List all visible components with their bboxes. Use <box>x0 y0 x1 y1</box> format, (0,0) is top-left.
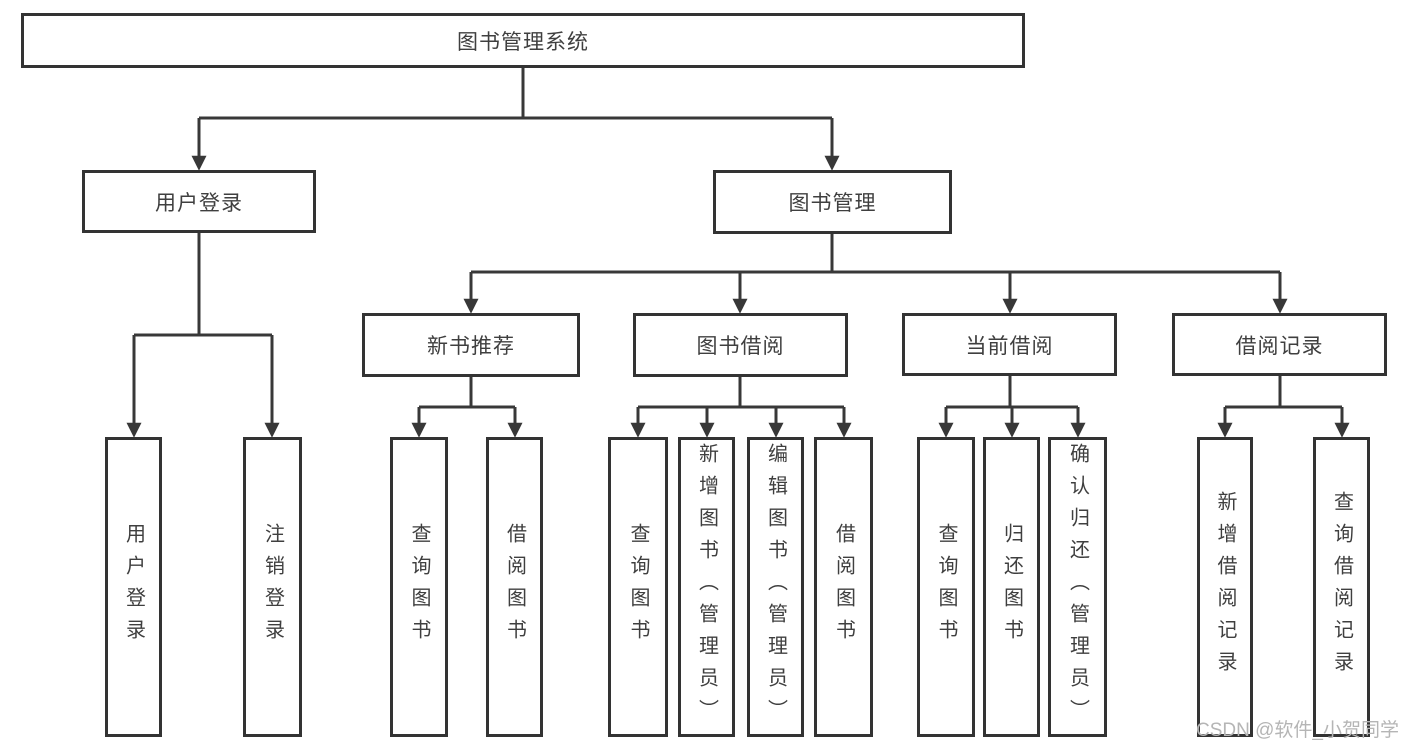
leaf-return-books-label: 归还图书 <box>1000 523 1023 651</box>
node-new-book-recommend: 新书推荐 <box>362 313 580 377</box>
node-book-management: 图书管理 <box>713 170 952 234</box>
leaf-edit-books-admin: 编辑图书（管理员） <box>747 437 804 737</box>
leaf-query-borrow-record: 查询借阅记录 <box>1313 437 1370 737</box>
leaf-borrow-books-recommend: 借阅图书 <box>486 437 543 737</box>
node-book-management-label: 图书管理 <box>788 192 877 215</box>
node-current-borrow-label: 当前借阅 <box>965 334 1054 358</box>
node-user-login-label: 用户登录 <box>155 191 243 215</box>
connector-borrow-records-group <box>1225 376 1342 409</box>
leaf-query-books-recommend: 查询图书 <box>390 437 448 737</box>
leaf-borrow-books: 借阅图书 <box>814 437 873 737</box>
leaf-query-books-current-label: 查询图书 <box>935 523 957 651</box>
leaf-query-borrow-record-label: 查询借阅记录 <box>1330 491 1353 683</box>
leaf-query-books-borrow: 查询图书 <box>608 437 668 737</box>
node-book-borrow: 图书借阅 <box>633 313 848 377</box>
node-borrow-records-label: 借阅记录 <box>1235 334 1324 358</box>
node-new-book-recommend-label: 新书推荐 <box>427 335 515 358</box>
connector-new-book-recommend-group <box>419 377 515 409</box>
leaf-confirm-return-admin: 确认归还（管理员） <box>1048 437 1107 737</box>
csdn-watermark: CSDN @软件_小贺同学 <box>1196 720 1399 741</box>
leaf-add-books-admin-label: 新增图书（管理员） <box>695 443 718 731</box>
node-book-borrow-label: 图书借阅 <box>696 335 785 358</box>
leaf-add-borrow-record: 新增借阅记录 <box>1197 437 1253 737</box>
connector-book-borrow-group <box>638 377 844 409</box>
leaf-user-login-label: 用户登录 <box>122 523 145 651</box>
leaf-borrow-books-label: 借阅图书 <box>832 523 855 651</box>
leaf-add-books-admin: 新增图书（管理员） <box>678 437 735 737</box>
node-current-borrow: 当前借阅 <box>902 313 1117 376</box>
leaf-edit-books-admin-label: 编辑图书（管理员） <box>764 443 787 731</box>
connector-book-management-group <box>471 234 1280 274</box>
connector-current-borrow-group <box>946 376 1078 409</box>
leaf-borrow-books-recommend-label: 借阅图书 <box>503 523 526 651</box>
leaf-query-books-current: 查询图书 <box>917 437 975 737</box>
leaf-logout: 注销登录 <box>243 437 302 737</box>
leaf-add-borrow-record-label: 新增借阅记录 <box>1214 491 1236 683</box>
leaf-user-login: 用户登录 <box>105 437 162 737</box>
node-system-root: 图书管理系统 <box>21 13 1025 68</box>
leaf-query-books-recommend-label: 查询图书 <box>408 523 430 651</box>
connector-user-login-group <box>134 233 272 337</box>
connector-root-to-level2 <box>199 68 832 120</box>
node-borrow-records: 借阅记录 <box>1172 313 1387 376</box>
leaf-confirm-return-admin-label: 确认归还（管理员） <box>1066 443 1089 731</box>
leaf-query-books-borrow-label: 查询图书 <box>627 523 649 651</box>
node-user-login: 用户登录 <box>82 170 316 233</box>
leaf-return-books: 归还图书 <box>983 437 1040 737</box>
node-system-root-label: 图书管理系统 <box>457 30 589 54</box>
leaf-logout-label: 注销登录 <box>261 523 284 651</box>
